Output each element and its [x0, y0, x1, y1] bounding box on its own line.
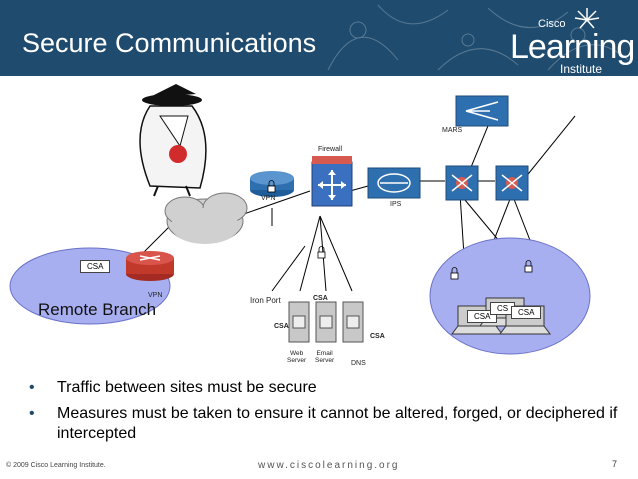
internal-network-zone: [429, 237, 591, 355]
ips-label: IPS: [390, 201, 402, 208]
logo-learning-text: Learning: [510, 28, 635, 66]
network-diagram: [9, 84, 591, 355]
web-server-label: Web Server: [287, 350, 307, 364]
vpn-label: VPN: [261, 195, 276, 202]
website-text: www.ciscolearning.org: [258, 460, 400, 471]
bullet-text: Measures must be taken to ensure it cann…: [57, 405, 618, 442]
branch-router-icon: [126, 251, 174, 281]
logo-cisco-text: Cisco: [538, 18, 566, 30]
csa-server-label: CSA: [370, 333, 385, 340]
bullet-dot-icon: •: [29, 405, 35, 422]
header-pattern: [327, 4, 629, 71]
page-title: Secure Communications: [22, 28, 317, 58]
internet-cloud-icon: [164, 192, 248, 244]
email-server-label: Email Server: [315, 350, 335, 364]
laptop-csa-label: CSA: [511, 306, 542, 319]
dns-server-icon: [342, 301, 364, 343]
cisco-learning-institute-logo: Cisco Learning Institute: [508, 6, 635, 76]
ips-sensor-icon: [367, 167, 421, 199]
csa-server-label: CSA: [313, 295, 328, 302]
branch-csa-label: CSA: [80, 260, 111, 273]
logo-institute-text: Institute: [560, 62, 603, 76]
switch-icon: [495, 165, 529, 201]
spy-attacker-icon: [139, 84, 207, 197]
email-server-icon: [315, 301, 337, 343]
web-server-icon: [288, 301, 310, 343]
copyright-text: © 2009 Cisco Learning Institute.: [6, 462, 106, 469]
padlock-icon: [524, 260, 533, 273]
logo-burst-icon: [574, 8, 600, 29]
slide-header: Secure Communications Cisco Learning Ins…: [0, 0, 638, 76]
firewall-icon: [311, 156, 353, 207]
csa-server-label: CSA: [274, 323, 289, 330]
bullet-text: Traffic between sites must be secure: [57, 379, 317, 396]
laptop-csa-label: CS: [490, 302, 516, 315]
bullet-item: • Measures must be taken to ensure it ca…: [25, 404, 625, 444]
vpn-device-icon: [250, 171, 294, 197]
iron-port-label: Iron Port: [250, 296, 281, 305]
switch-icon: [445, 165, 479, 201]
firewall-label: Firewall: [318, 146, 343, 153]
remote-branch-label: Remote Branch: [38, 300, 157, 319]
branch-vpn-label: VPN: [148, 292, 163, 299]
bullet-dot-icon: •: [29, 379, 35, 396]
page-number: 7: [612, 459, 618, 469]
padlock-icon: [267, 180, 276, 193]
padlock-icon: [450, 267, 459, 280]
mars-label: MARS: [442, 127, 463, 134]
padlock-icon: [317, 246, 326, 259]
dns-label: DNS: [351, 360, 366, 367]
laptop-csa-label: CSA: [467, 310, 498, 323]
mars-appliance-icon: [455, 95, 509, 127]
bullet-list: • Traffic between sites must be secure •…: [25, 378, 625, 450]
bullet-item: • Traffic between sites must be secure: [25, 378, 625, 398]
